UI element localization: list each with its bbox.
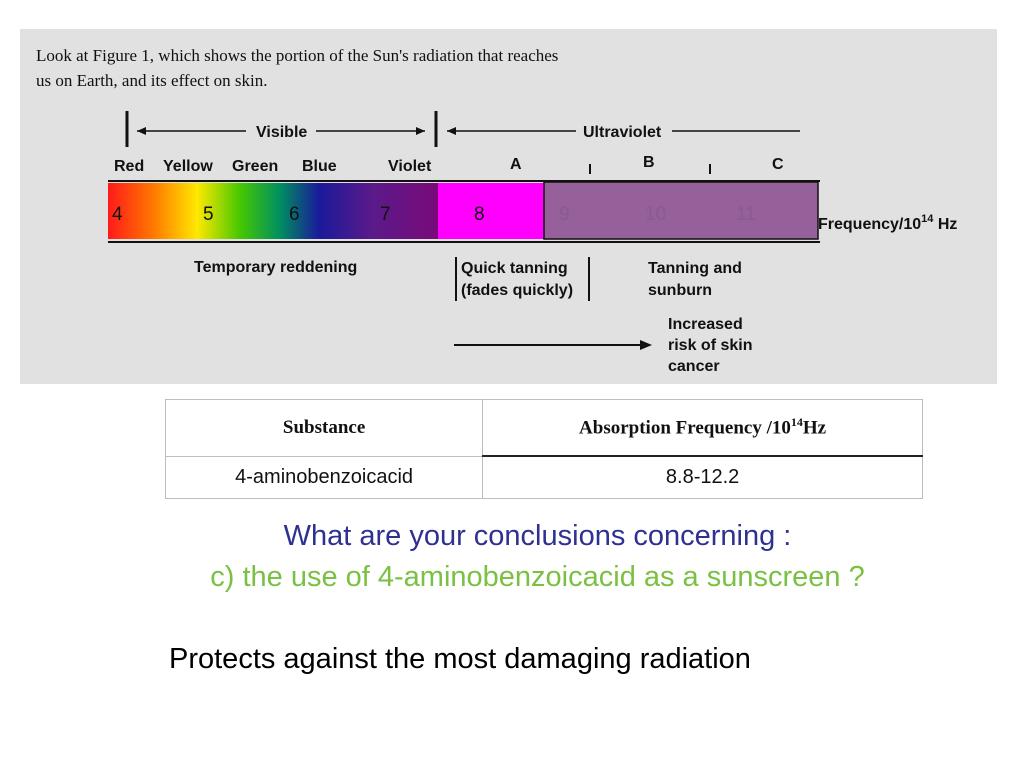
freq-number: 8 xyxy=(474,204,485,225)
freq-number: 4 xyxy=(112,204,123,225)
cell-substance: 4-aminobenzoicacid xyxy=(164,455,484,499)
answer-text: Protects against the most damaging radia… xyxy=(169,643,751,675)
header-absorption-frequency: Absorption Frequency /1014Hz xyxy=(482,399,923,457)
cell-frequency: 8.8-12.2 xyxy=(482,455,923,499)
spectrum-diagram: Visible Ultraviolet Red Yellow Green Blu… xyxy=(108,111,957,375)
uv-band-label: C xyxy=(772,156,784,173)
table-header-row: Substance Absorption Frequency /1014Hz xyxy=(164,399,923,457)
frequency-axis-label: Frequency/1014 Hz xyxy=(818,213,957,233)
question-line-2: c) the use of 4-aminobenzoicacid as a su… xyxy=(210,561,865,593)
color-label: Green xyxy=(232,158,278,175)
uv-band-label: B xyxy=(643,154,655,171)
freq-number: 10 xyxy=(645,204,666,225)
effect-cancer-risk: cancer xyxy=(668,358,720,375)
visible-label: Visible xyxy=(256,124,307,141)
effect-quick-tanning: (fades quickly) xyxy=(461,282,573,299)
uv-band-label: A xyxy=(510,156,522,173)
absorption-highlight-box xyxy=(543,181,819,240)
effect-cancer-risk: Increased xyxy=(668,316,743,333)
question-line-1: What are your conclusions concerning : xyxy=(283,520,792,552)
effect-tanning-sunburn: Tanning and xyxy=(648,260,742,277)
effect-quick-tanning: Quick tanning xyxy=(461,260,568,277)
spectrum-figure: Look at Figure 1, which shows the portio… xyxy=(20,29,997,384)
table-row: 4-aminobenzoicacid 8.8-12.2 xyxy=(164,455,923,499)
absorption-table: Substance Absorption Frequency /1014Hz 4… xyxy=(164,399,923,499)
effect-tanning-sunburn: sunburn xyxy=(648,282,712,299)
color-label: Yellow xyxy=(163,158,213,175)
color-label: Red xyxy=(114,158,144,175)
color-label: Blue xyxy=(302,158,337,175)
freq-number: 6 xyxy=(289,204,300,225)
freq-number: 5 xyxy=(203,204,214,225)
freq-number: 11 xyxy=(736,204,756,225)
intro-line-1: Look at Figure 1, which shows the portio… xyxy=(36,46,559,65)
effect-cancer-risk: risk of skin xyxy=(668,337,752,354)
uva-highlight-box xyxy=(438,183,544,239)
freq-number: 9 xyxy=(559,204,570,225)
color-label: Violet xyxy=(388,158,432,175)
freq-number: 7 xyxy=(380,204,391,225)
visible-spectrum-bar xyxy=(108,183,438,239)
header-substance: Substance xyxy=(164,399,484,457)
effect-temporary-reddening: Temporary reddening xyxy=(194,259,357,276)
intro-line-2: us on Earth, and its effect on skin. xyxy=(36,71,268,90)
ultraviolet-label: Ultraviolet xyxy=(583,124,662,141)
figure-intro: Look at Figure 1, which shows the portio… xyxy=(36,43,676,93)
